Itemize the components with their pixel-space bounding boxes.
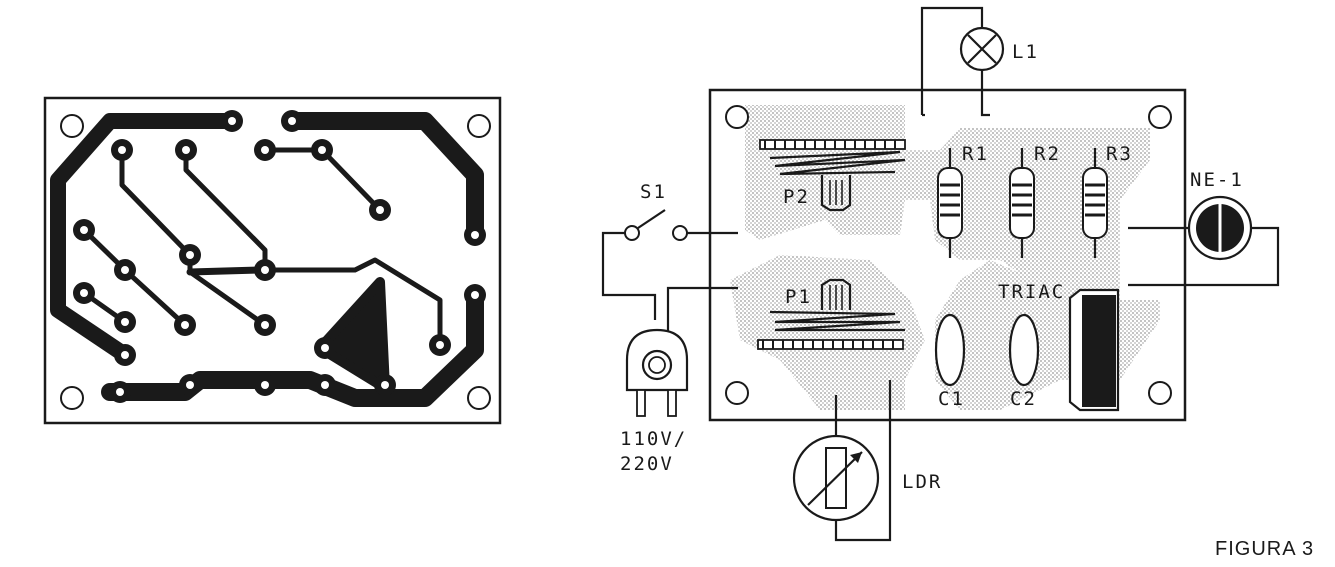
figure-caption: FIGURA 3 <box>1215 538 1314 560</box>
label-ne1: NE-1 <box>1190 169 1244 191</box>
label-l1: L1 <box>1012 41 1039 63</box>
copper-track <box>186 266 264 276</box>
switch-s1: S1 <box>601 181 738 320</box>
capacitor-c1: C1 <box>934 313 966 410</box>
solder-pads <box>73 110 486 403</box>
silkscreen-shading <box>730 255 925 410</box>
potentiometer-p2: P2 <box>759 139 906 212</box>
mounting-hole <box>60 386 84 410</box>
mains-plug: 110V/ 220V <box>620 286 738 475</box>
potentiometer-p1: P1 <box>757 278 905 350</box>
mounting-hole <box>467 386 491 410</box>
mounting-hole <box>725 105 749 129</box>
mounting-hole <box>467 114 491 138</box>
label-triac: TRIAC <box>998 281 1065 303</box>
label-mains-2: 220V <box>620 453 674 475</box>
neon-ne1: NE-1 <box>1128 169 1280 287</box>
component-layout: L1 P2 P1 R1 <box>601 6 1280 542</box>
label-r3: R3 <box>1106 143 1133 165</box>
label-c2: C2 <box>1010 388 1037 410</box>
resistor-r1: R1 <box>937 143 989 258</box>
label-r2: R2 <box>1034 143 1061 165</box>
label-c1: C1 <box>938 388 965 410</box>
label-p2: P2 <box>783 186 810 208</box>
mounting-hole <box>60 114 84 138</box>
label-s1: S1 <box>640 181 667 203</box>
resistor-r2: R2 <box>1009 143 1061 258</box>
label-ldr: LDR <box>902 471 942 493</box>
triac: TRIAC <box>998 281 1120 412</box>
mounting-hole <box>1148 105 1172 129</box>
label-mains-1: 110V/ <box>620 428 687 450</box>
label-p1: P1 <box>785 286 812 308</box>
pcb-track-layout <box>43 96 502 425</box>
copper-triangle-pad <box>315 277 390 393</box>
ldr: LDR <box>792 380 942 542</box>
mounting-hole <box>725 381 749 405</box>
copper-track-outer <box>50 113 240 363</box>
lamp-l1: L1 <box>920 6 1039 117</box>
label-r1: R1 <box>962 143 989 165</box>
mounting-hole <box>1148 381 1172 405</box>
capacitor-c2: C2 <box>1008 313 1040 410</box>
copper-track-top-right <box>283 112 484 244</box>
copper-track <box>183 147 443 348</box>
resistor-r3: R3 <box>1082 143 1133 258</box>
